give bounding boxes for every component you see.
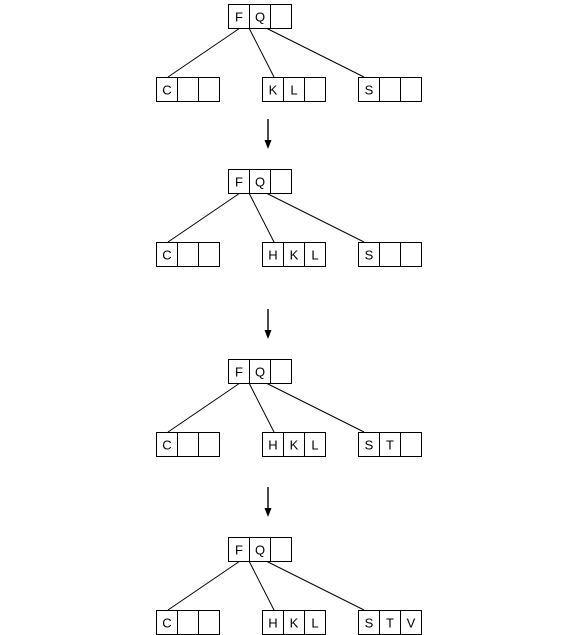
key-cell — [270, 359, 292, 384]
key-cell — [270, 169, 292, 194]
key-label: S — [365, 438, 374, 453]
key-cell — [198, 432, 220, 457]
key-label: C — [162, 438, 171, 453]
key-label: S — [365, 616, 374, 631]
key-label: F — [235, 175, 243, 190]
key-cell — [198, 242, 220, 267]
child-node: C — [156, 242, 220, 267]
key-label: S — [365, 83, 374, 98]
key-label: Q — [255, 10, 265, 25]
key-cell — [198, 77, 220, 102]
tree-edge — [248, 382, 275, 433]
key-label: L — [311, 438, 318, 453]
child-node: S — [358, 242, 422, 267]
key-cell — [177, 242, 199, 267]
key-label: H — [268, 438, 277, 453]
key-cell — [379, 77, 401, 102]
key-label: L — [311, 248, 318, 263]
down-arrow-icon — [264, 309, 272, 339]
key-label: F — [235, 10, 243, 25]
tree-edge — [167, 192, 241, 243]
key-cell — [379, 242, 401, 267]
key-label: T — [386, 438, 394, 453]
key-label: S — [365, 248, 374, 263]
down-arrow-icon — [264, 487, 272, 517]
key-label: K — [290, 248, 299, 263]
tree-edge — [265, 560, 365, 611]
tree-edge — [248, 27, 275, 78]
key-cell — [304, 242, 326, 267]
key-label: V — [407, 616, 416, 631]
key-cell — [177, 77, 199, 102]
down-arrow-icon — [264, 119, 272, 149]
tree-edge — [248, 192, 275, 243]
key-label: C — [162, 248, 171, 263]
child-node: C — [156, 77, 220, 102]
child-node: C — [156, 610, 220, 635]
key-cell — [177, 432, 199, 457]
key-cell — [177, 610, 199, 635]
key-label: Q — [255, 175, 265, 190]
key-cell — [304, 432, 326, 457]
key-label: T — [386, 616, 394, 631]
key-label: K — [290, 616, 299, 631]
key-label: K — [269, 83, 278, 98]
key-cell — [270, 4, 292, 29]
child-node: S — [358, 77, 422, 102]
key-label: L — [290, 83, 297, 98]
tree-edge — [265, 382, 365, 433]
child-node: C — [156, 432, 220, 457]
tree-edge — [167, 560, 241, 611]
key-label: H — [268, 248, 277, 263]
key-label: H — [268, 616, 277, 631]
tree-edge — [265, 27, 365, 78]
tree-edge — [265, 192, 365, 243]
tree-edge — [248, 560, 275, 611]
key-label: C — [162, 616, 171, 631]
key-label: Q — [255, 543, 265, 558]
key-label: Q — [255, 365, 265, 380]
key-cell — [304, 77, 326, 102]
key-cell — [400, 77, 422, 102]
key-label: K — [290, 438, 299, 453]
key-label: F — [235, 365, 243, 380]
key-label: C — [162, 83, 171, 98]
tree-edge — [167, 27, 241, 78]
key-cell — [270, 537, 292, 562]
key-cell — [400, 432, 422, 457]
key-label: L — [311, 616, 318, 631]
key-label: F — [235, 543, 243, 558]
key-cell — [400, 242, 422, 267]
key-cell — [198, 610, 220, 635]
tree-edge — [167, 382, 241, 433]
